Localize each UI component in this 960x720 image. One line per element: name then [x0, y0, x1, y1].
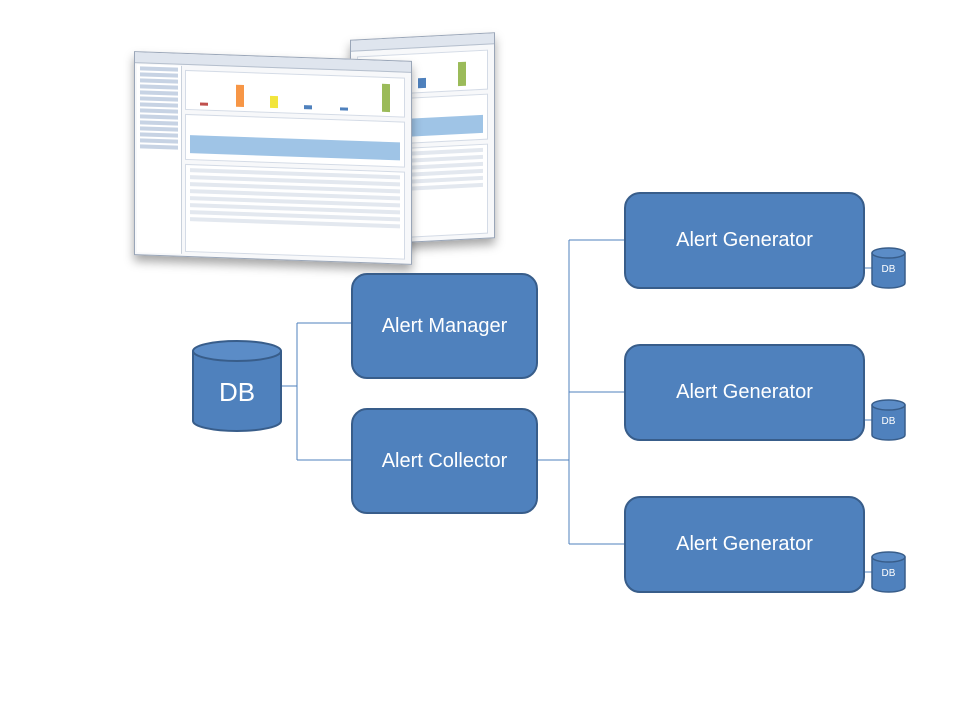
database-icon	[871, 551, 906, 593]
generator-db-label: DB	[881, 264, 896, 275]
alert-collector-label: Alert Collector	[381, 449, 508, 472]
alert-manager-box: Alert Manager	[351, 273, 538, 379]
database-icon	[192, 340, 282, 432]
connector-generator-db	[864, 267, 872, 573]
database-icon	[871, 399, 906, 441]
generator-db-label: DB	[881, 568, 896, 579]
alert-generator-box-2: Alert Generator	[624, 344, 865, 441]
connector-collector-generators	[537, 239, 625, 545]
alert-generator-label: Alert Generator	[676, 229, 813, 251]
alert-manager-label: Alert Manager	[381, 314, 508, 337]
generator-db-label: DB	[881, 416, 896, 427]
alert-generator-box-3: Alert Generator	[624, 496, 865, 593]
alert-generator-box-1: Alert Generator	[624, 192, 865, 289]
alert-generator-label: Alert Generator	[676, 381, 813, 403]
connector-db-bracket	[281, 322, 352, 461]
generator-db-cylinder-2: DB	[871, 399, 906, 441]
generator-db-cylinder-3: DB	[871, 551, 906, 593]
alert-generator-label: Alert Generator	[676, 533, 813, 555]
main-db-cylinder: DB	[191, 339, 283, 433]
alert-collector-box: Alert Collector	[351, 408, 538, 514]
generator-db-cylinder-1: DB	[871, 247, 906, 289]
main-db-label: DB	[218, 377, 256, 407]
database-icon	[871, 247, 906, 289]
